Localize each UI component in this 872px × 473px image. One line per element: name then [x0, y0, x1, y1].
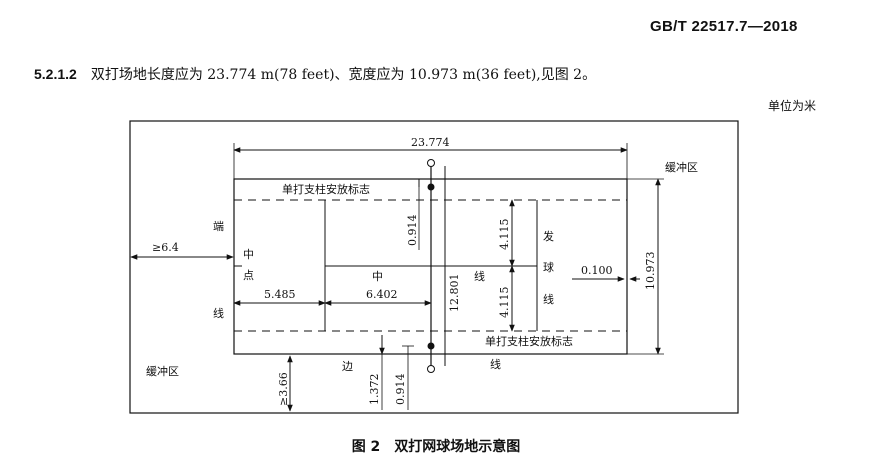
end-line-char-1: 端: [213, 220, 224, 233]
standard-number: GB/T 22517.7—2018: [650, 18, 798, 35]
singles-post-top: [427, 183, 435, 191]
dim-width-label: 10.973: [644, 252, 657, 291]
center-mark-char-1: 中: [243, 248, 254, 261]
singles-post-bottom: [427, 342, 435, 350]
post-mark-bottom-label: 单打支柱安放标志: [485, 334, 573, 348]
dim-6402-label: 6.402: [366, 288, 398, 301]
buffer-bottom-left-label: 缓冲区: [146, 364, 179, 378]
dim-5485-label: 5.485: [264, 288, 296, 301]
figure-caption: 图 2 双打网球场地示意图: [0, 436, 872, 456]
dim-0100-label: 0.100: [581, 264, 613, 277]
run-side-label: ≥3.66: [277, 372, 290, 406]
buffer-top-right-label: 缓冲区: [665, 160, 698, 174]
serve-line-char-3: 线: [543, 292, 554, 306]
center-line-char-2: 线: [474, 269, 485, 283]
dim-4115-bottom-label: 4.115: [498, 287, 511, 319]
serve-line-char-2: 球: [543, 260, 554, 274]
clause-text: 双打场地长度应为 23.774 m(78 feet)、宽度应为 10.973 m…: [90, 67, 597, 83]
center-mark-char-2: 点: [243, 269, 254, 282]
net-post-top: [427, 159, 435, 167]
post-mark-top-label: 单打支柱安放标志: [282, 182, 370, 196]
serve-line-char-1: 发: [543, 229, 554, 243]
dim-0914-top-label: 0.914: [406, 215, 419, 247]
clause-paragraph: 5.2.1.2 双打场地长度应为 23.774 m(78 feet)、宽度应为 1…: [34, 64, 596, 84]
unit-note: 单位为米: [768, 99, 817, 113]
dim-length-label: 23.774: [411, 136, 450, 149]
dim-0914-bottom-label: 0.914: [394, 374, 407, 406]
run-back-label: ≥6.4: [152, 241, 179, 254]
dim-4115-top-label: 4.115: [498, 219, 511, 251]
clause-number: 5.2.1.2: [34, 66, 77, 82]
dim-12801-label: 12.801: [448, 274, 461, 313]
figure-title: 双打网球场地示意图: [394, 439, 521, 455]
sideline-char-1: 边: [342, 360, 353, 373]
dim-1372-label: 1.372: [368, 374, 381, 406]
sideline-char-2: 线: [490, 357, 501, 371]
net-post-bottom: [427, 365, 435, 373]
buffer-frame: [129, 120, 739, 414]
center-line-char-1: 中: [372, 270, 383, 283]
end-line-char-2: 线: [213, 306, 224, 320]
figure-number: 图 2: [351, 439, 381, 455]
